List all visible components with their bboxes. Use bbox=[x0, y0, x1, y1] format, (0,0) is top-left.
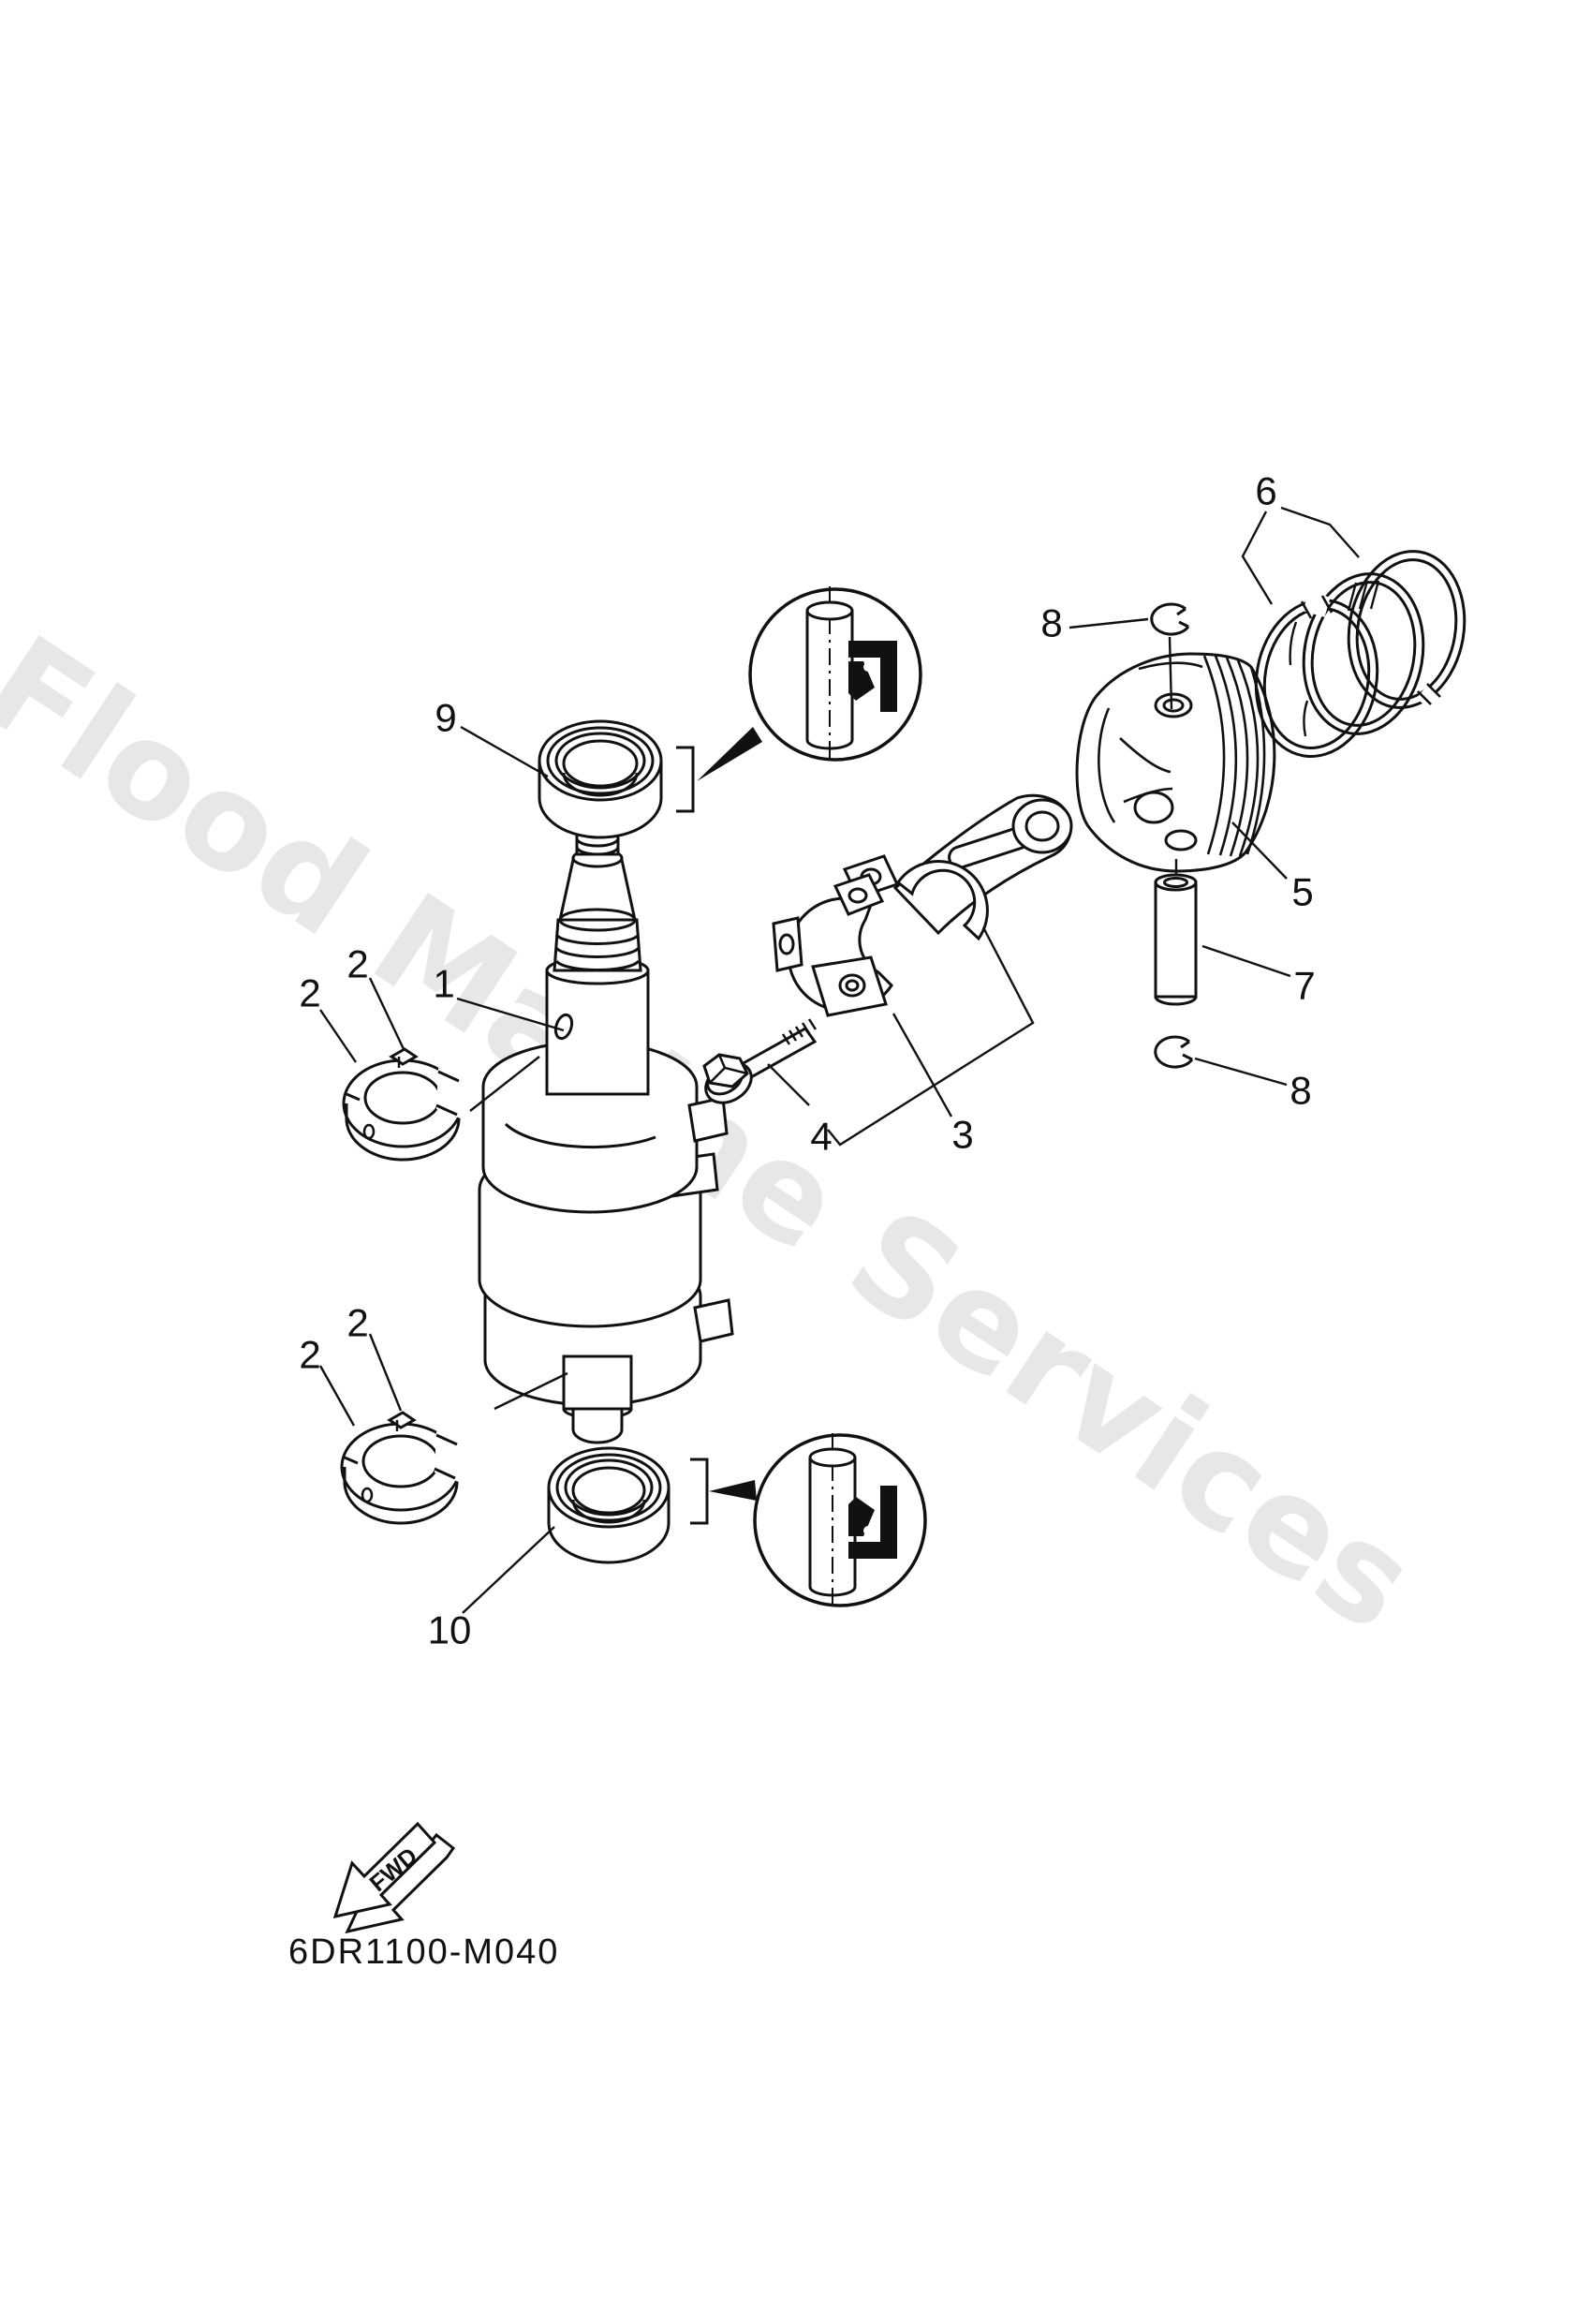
leader-1-crankshaft bbox=[456, 997, 565, 1032]
callout-8: 8 bbox=[1290, 1069, 1311, 1113]
callout-6: 6 bbox=[1255, 469, 1276, 513]
bracket-lower bbox=[690, 1458, 709, 1525]
pointer-wedge-upper bbox=[697, 727, 762, 781]
leader-9-seal bbox=[460, 725, 549, 778]
leader-2-lower-b bbox=[368, 1333, 403, 1412]
oil-seal-upper bbox=[538, 719, 663, 839]
bracket-upper bbox=[676, 746, 695, 813]
callout-9: 9 bbox=[435, 696, 456, 740]
seal-cross-section-icon bbox=[848, 1486, 897, 1559]
link-bearing-upper bbox=[469, 1056, 540, 1112]
link-bearing-lower bbox=[494, 1371, 568, 1411]
callout-2: 2 bbox=[346, 1301, 368, 1345]
piston-pin bbox=[1154, 873, 1198, 1006]
seal-detail-inset-upper bbox=[676, 586, 922, 813]
ring-1 bbox=[1254, 591, 1379, 758]
leader-7-pin bbox=[1201, 944, 1291, 978]
pointer-wedge-lower bbox=[709, 1480, 757, 1501]
piston bbox=[1075, 652, 1276, 873]
fwd-arrow: FWD bbox=[332, 1821, 456, 1934]
leader-3-cap bbox=[892, 1013, 953, 1118]
callout-2: 2 bbox=[299, 1333, 320, 1377]
leader-5-piston bbox=[1231, 822, 1288, 880]
circlip-top bbox=[1150, 602, 1190, 636]
leader-2-upper-b bbox=[368, 977, 405, 1050]
rod-cap bbox=[772, 873, 893, 1017]
callout-2: 2 bbox=[299, 971, 320, 1015]
leader-10-seal bbox=[462, 1526, 555, 1614]
crankshaft bbox=[478, 802, 734, 1444]
leader-6-ring-left bbox=[1241, 511, 1274, 605]
leader-lines bbox=[318, 506, 1360, 1614]
leader-2-upper-a bbox=[319, 1009, 357, 1063]
seal-cross-section-icon bbox=[848, 641, 897, 712]
callout-8: 8 bbox=[1040, 601, 1062, 645]
oil-seal-lower bbox=[547, 1446, 671, 1564]
link-clip-piston bbox=[1168, 636, 1173, 710]
connecting-rod bbox=[842, 793, 1073, 941]
leader-4-bolt bbox=[767, 1063, 810, 1106]
main-bearing-lower bbox=[340, 1411, 470, 1525]
piston-rings bbox=[1254, 550, 1466, 758]
main-bearing-upper bbox=[342, 1047, 472, 1162]
rod-bolt bbox=[702, 1018, 818, 1104]
callout-3: 3 bbox=[951, 1113, 973, 1157]
ring-2 bbox=[1302, 572, 1425, 735]
callout-1: 1 bbox=[433, 962, 454, 1006]
callout-10: 10 bbox=[428, 1608, 472, 1652]
drawing-code: 6DR1100-M040 bbox=[288, 1932, 559, 1972]
callout-7: 7 bbox=[1293, 964, 1315, 1008]
leader-3-rod bbox=[827, 926, 1035, 1147]
circlip-bottom bbox=[1154, 1035, 1194, 1069]
leader-8-top-clip bbox=[1069, 617, 1149, 629]
callout-4: 4 bbox=[810, 1115, 832, 1159]
leader-6-ring-right bbox=[1280, 506, 1360, 558]
callout-2: 2 bbox=[346, 942, 368, 986]
seal-detail-inset-lower bbox=[690, 1433, 927, 1609]
leader-8-bottom-clip bbox=[1194, 1057, 1288, 1087]
leader-2-lower-a bbox=[318, 1365, 356, 1427]
callout-5: 5 bbox=[1291, 870, 1313, 914]
